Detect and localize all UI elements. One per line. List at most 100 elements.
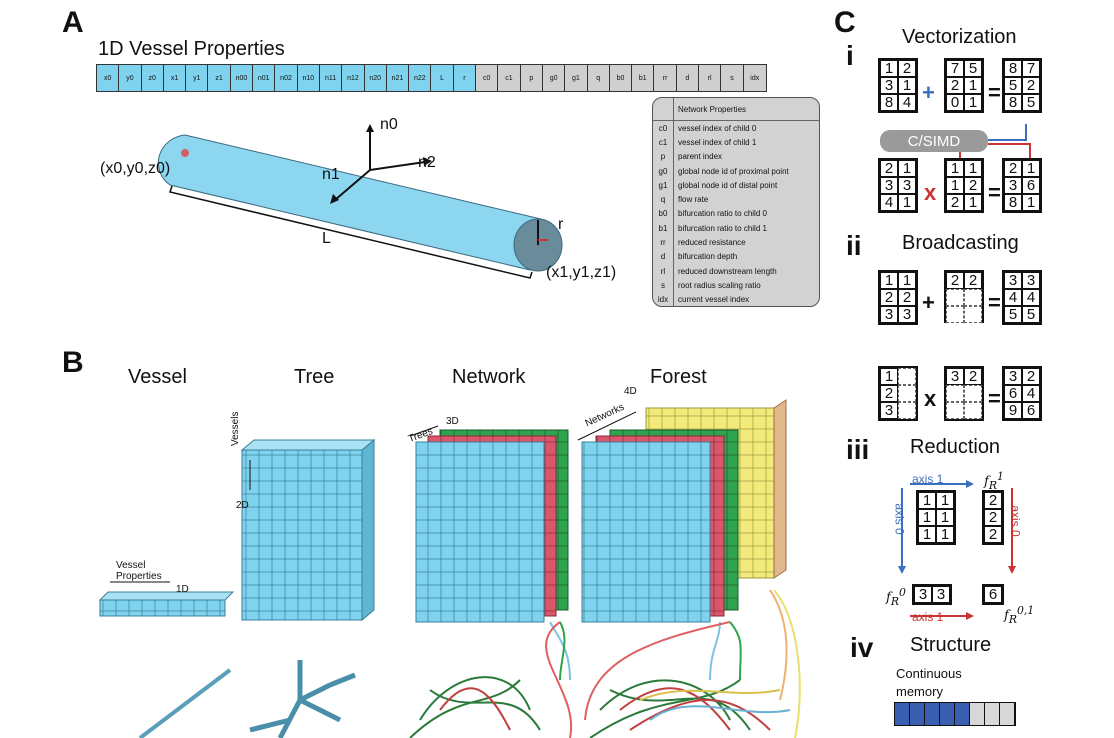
strip-cell: x0 <box>97 65 120 91</box>
panel-a-label: A <box>62 6 84 39</box>
matrix-cell: 3 <box>1004 272 1022 289</box>
broadcasting-title: Broadcasting <box>902 232 1019 254</box>
strip-cell: p <box>520 65 543 91</box>
matrix-cell: 1 <box>898 272 916 289</box>
matrix-cell: 4 <box>880 194 898 211</box>
property-key: b1 <box>653 221 674 236</box>
vessel-cylinder-diagram <box>157 124 563 279</box>
matrix-cell: 2 <box>880 385 898 402</box>
property-desc: bifurcation ratio to child 0 <box>678 209 767 219</box>
memory-block <box>1000 703 1015 725</box>
reduction-title: Reduction <box>910 436 1001 458</box>
matrix-cell: 1 <box>880 368 898 385</box>
property-desc: reduced resistance <box>678 238 746 248</box>
matrix-cell: 4 <box>1022 385 1040 402</box>
matrix-cell: 4 <box>1022 289 1040 306</box>
strip-cell: q <box>587 65 610 91</box>
matrix-cell: 1 <box>946 177 964 194</box>
matrix-cell: 3 <box>1004 177 1022 194</box>
matrix-cell: 8 <box>1004 94 1022 111</box>
matrix-cell: 2 <box>946 272 964 289</box>
reduce-all: 6 <box>982 584 1004 605</box>
matrix-cell: 1 <box>898 160 916 177</box>
n1-label: n1 <box>322 166 340 183</box>
property-desc: root radius scaling ratio <box>678 280 761 290</box>
matrix-cell: 8 <box>1004 194 1022 211</box>
property-desc: bifurcation depth <box>678 252 738 262</box>
simd-arrows <box>959 124 1031 158</box>
matrix-cell: 1 <box>1022 194 1040 211</box>
strip-cell: rr <box>654 65 677 91</box>
memory-block <box>940 703 955 725</box>
header-tree: Tree <box>294 366 335 388</box>
strip-cell: c1 <box>498 65 521 91</box>
matrix-cell: 2 <box>946 77 964 94</box>
fr1-label: fR1 <box>984 470 1004 492</box>
vessel-properties-title: 1D Vessel Properties <box>98 38 285 60</box>
point-1-label: (x1,y1,z1) <box>546 264 617 281</box>
matrix-cell: 2 <box>964 272 982 289</box>
property-desc: parent index <box>678 152 723 162</box>
property-key: g0 <box>653 163 674 179</box>
vessel-properties-label: Vessel Properties <box>116 560 162 582</box>
panel-c-label: C <box>834 6 856 39</box>
strip-cell: b0 <box>609 65 633 91</box>
length-label: L <box>322 230 331 247</box>
matrix-cell: 2 <box>984 526 1002 543</box>
network-property-row: g0 global node id of proximal point <box>653 163 819 179</box>
property-key: idx <box>653 292 674 307</box>
strip-cell: c0 <box>476 65 499 91</box>
matrix-cell: 3 <box>880 306 898 323</box>
fr01-label: fR0,1 <box>1004 604 1035 626</box>
matrix-cell <box>898 385 916 402</box>
memory-blocks <box>894 702 1016 726</box>
reduction-arrows <box>898 480 1016 620</box>
matrix-cell: 2 <box>898 60 916 77</box>
section-i-label: i <box>846 40 854 71</box>
header-network: Network <box>452 366 526 388</box>
matrix-cell: 3 <box>898 177 916 194</box>
property-desc: reduced downstream length <box>678 266 777 276</box>
strip-cell: r <box>453 65 477 91</box>
matrix-cell: 1 <box>936 492 954 509</box>
matrix-cell: 2 <box>1022 77 1040 94</box>
property-desc: vessel index of child 1 <box>678 137 757 147</box>
axis-0-right-label: axis 0 <box>1008 505 1023 537</box>
memory-label: memory <box>896 684 943 699</box>
strip-cell: n00 <box>230 65 254 91</box>
strip-cell: n02 <box>275 65 298 91</box>
property-key: b0 <box>653 206 674 222</box>
matrix-cell <box>964 385 982 402</box>
matrix-cell: 1 <box>918 492 936 509</box>
section-iii-label: iii <box>846 434 870 465</box>
matrix-cell: 2 <box>1022 368 1040 385</box>
strip-cell: z0 <box>141 65 164 91</box>
matrix-cell: 1 <box>918 509 936 526</box>
matrix-cell: 4 <box>1004 289 1022 306</box>
property-desc: global node id of distal point <box>678 180 778 190</box>
strip-cell: d <box>676 65 700 91</box>
matrix-cell: 3 <box>880 402 898 419</box>
matrix-cell: 6 <box>1022 177 1040 194</box>
property-desc: global node id of proximal point <box>678 166 789 176</box>
fr0-label: fR0 <box>886 586 906 608</box>
strip-cell: b1 <box>632 65 655 91</box>
property-key: c0 <box>653 121 674 136</box>
matrix-cell: 1 <box>880 60 898 77</box>
strip-cell: L <box>431 65 454 91</box>
memory-block <box>955 703 970 725</box>
matrix-cell <box>946 402 964 419</box>
matrix-cell: 6 <box>1004 385 1022 402</box>
